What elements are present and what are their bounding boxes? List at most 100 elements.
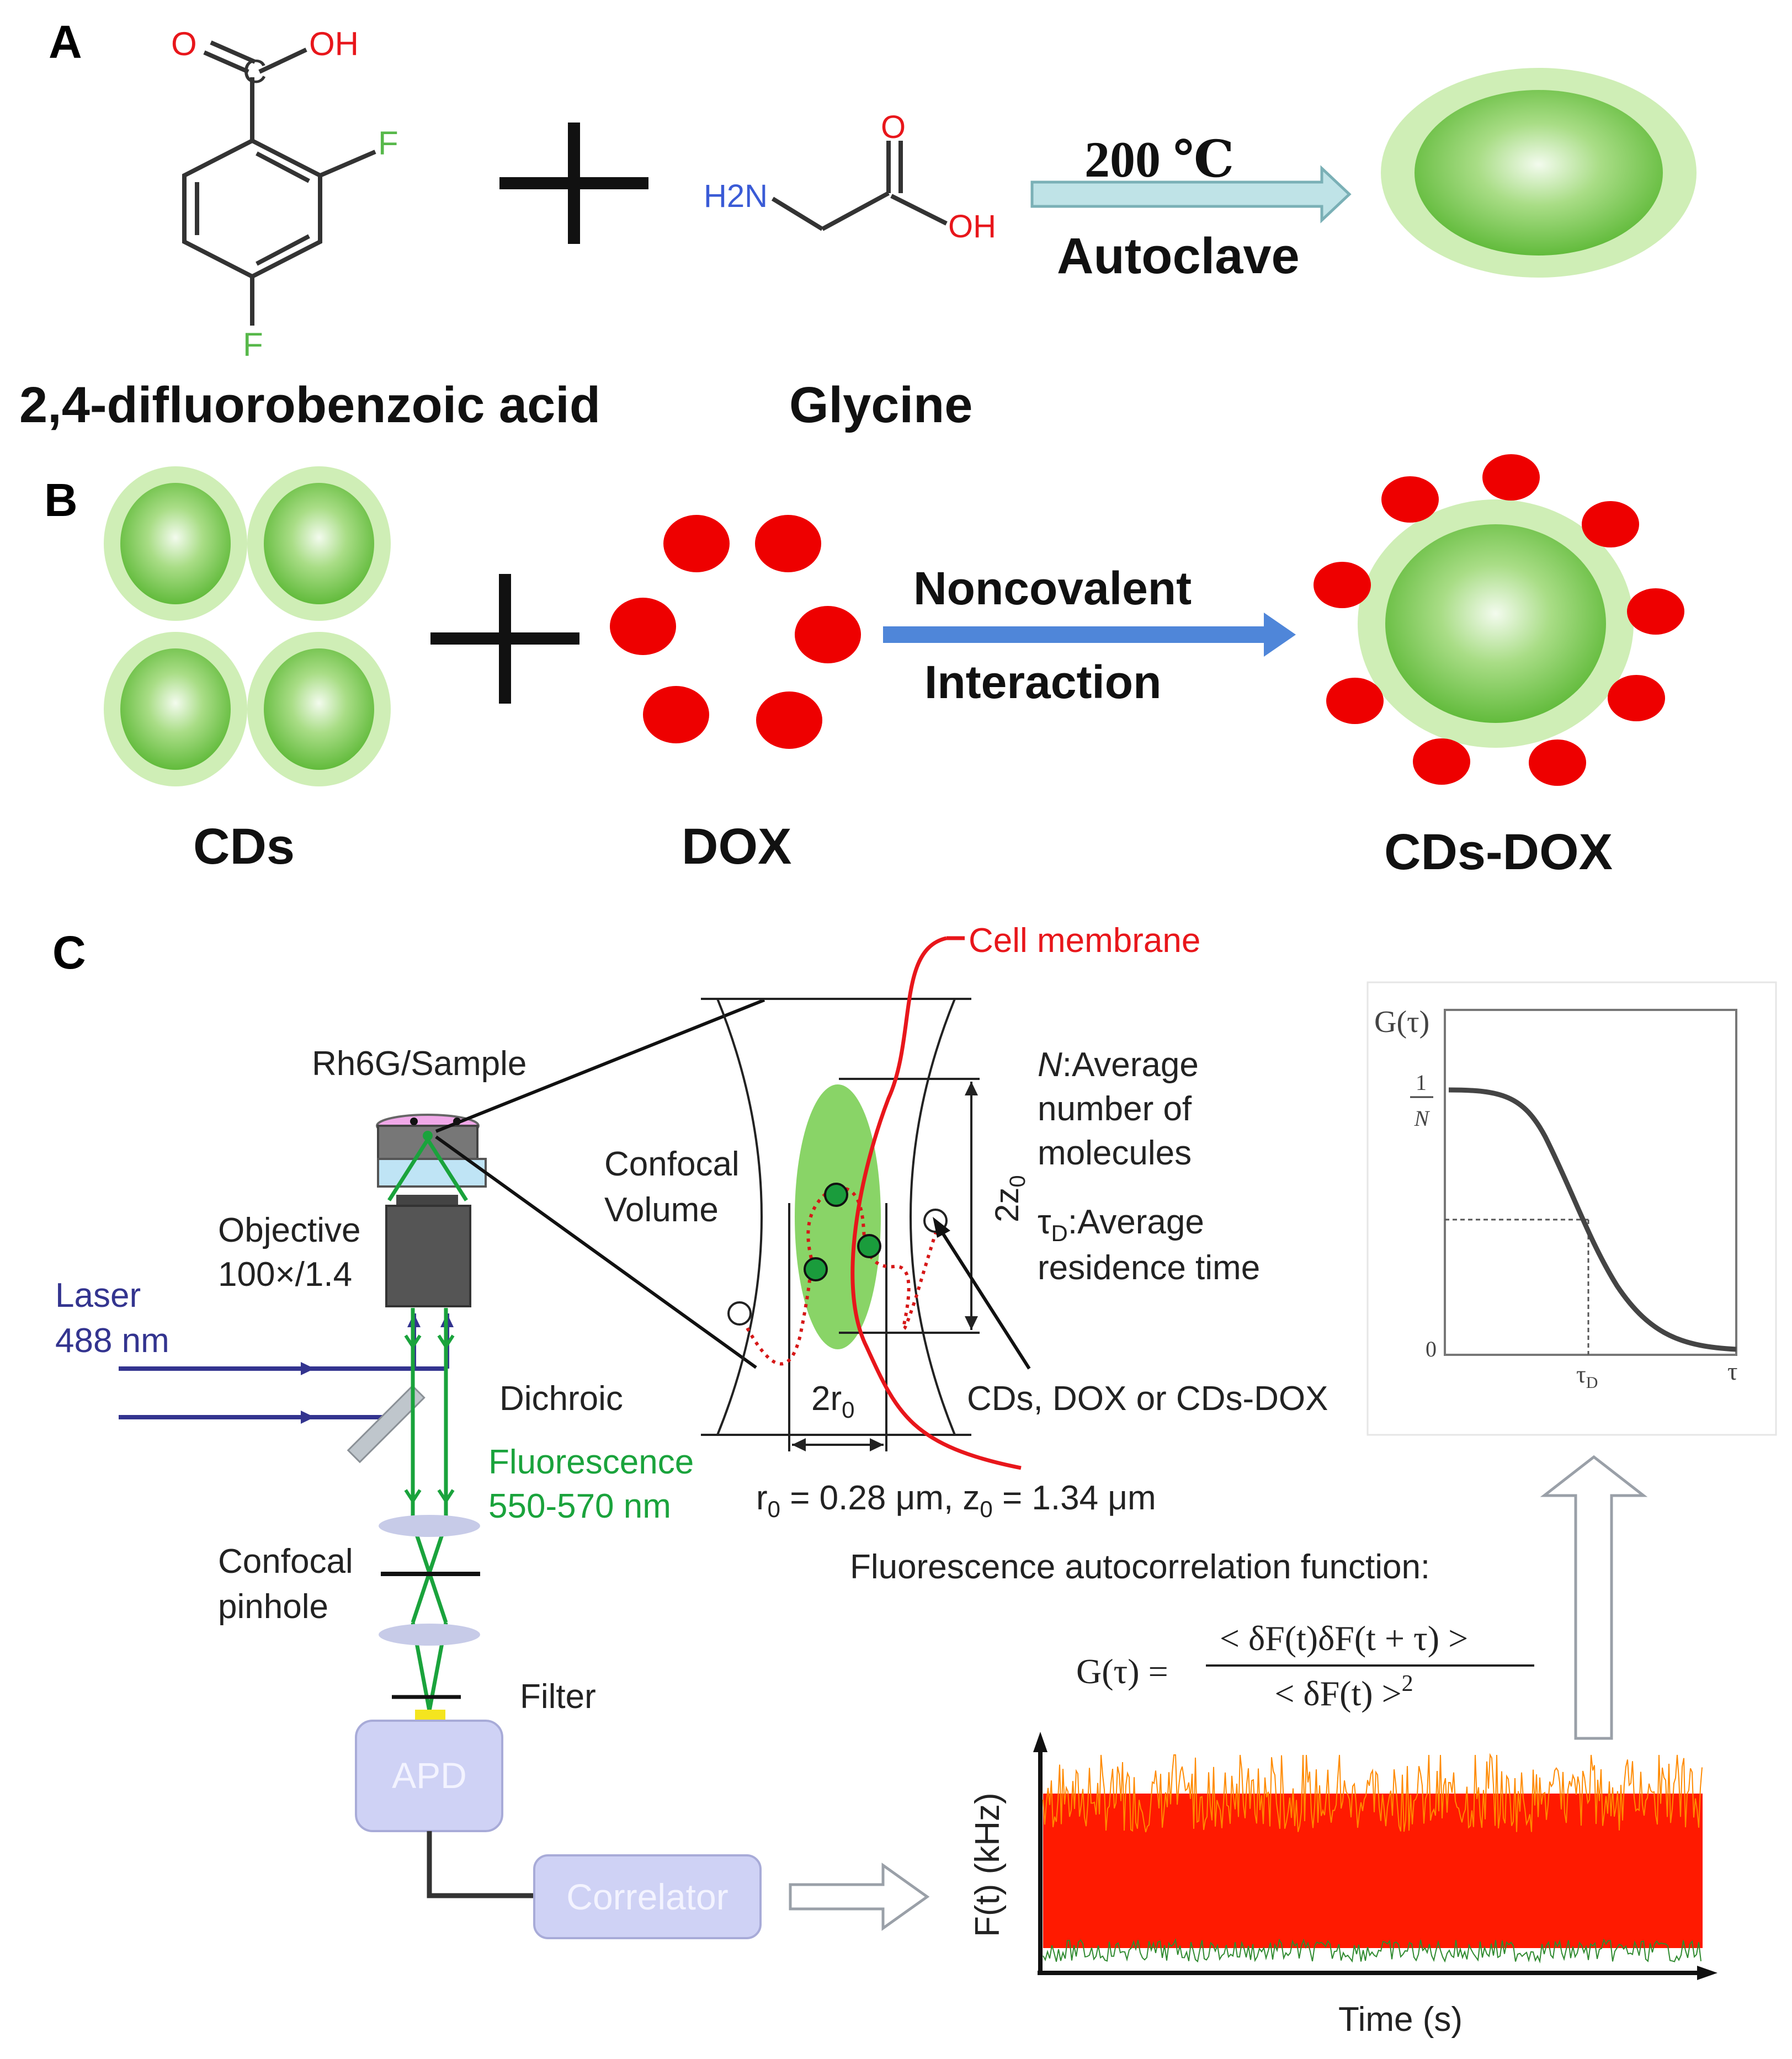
dox-molecule <box>610 598 676 655</box>
avg-n-label: N:Average <box>1038 1046 1199 1084</box>
oxygen-atom: O <box>171 25 197 62</box>
hydroxyl-group: OH <box>309 25 359 62</box>
dichroic-label: Dichroic <box>499 1380 623 1418</box>
particle-inside <box>804 1257 828 1281</box>
dox-molecule <box>755 515 821 572</box>
panel-c-label: C <box>52 927 86 978</box>
avg-n-label-3: molecules <box>1038 1134 1192 1172</box>
dox-molecule <box>1529 739 1586 786</box>
apd-label: APD <box>392 1755 467 1796</box>
glycine-name: Glycine <box>789 377 972 433</box>
fluorine-atom-2: F <box>378 125 398 162</box>
laser-label: Laser <box>55 1276 141 1315</box>
carboxyl-hydroxyl: OH <box>948 209 996 244</box>
panel-c: C <box>52 922 1777 2039</box>
fluorescence-label: Fluorescence <box>488 1443 694 1481</box>
particle-inside <box>857 1234 881 1258</box>
g-plot-tau: τ <box>1727 1357 1738 1385</box>
acf-title: Fluorescence autocorrelation function: <box>850 1548 1430 1586</box>
objective-lens <box>385 1205 471 1307</box>
g-plot-one: 1 <box>1416 1070 1427 1095</box>
confocal-volume-label-2: Volume <box>604 1191 719 1229</box>
filter-label: Filter <box>520 1678 596 1716</box>
g-plot-ylabel: G(τ) <box>1374 1005 1429 1039</box>
confocal-volume-detail <box>701 936 1031 1470</box>
dox-label: DOX <box>682 818 791 875</box>
g-plot-zero: 0 <box>1426 1337 1437 1361</box>
beam-waist-right <box>910 998 956 1435</box>
temperature-label: 200 ℃ <box>1084 131 1234 188</box>
objective-label: Objective <box>218 1211 360 1249</box>
dox-molecule <box>643 686 709 743</box>
objective-spec: 100×/1.4 <box>218 1255 352 1294</box>
formula-numerator: < δF(t)δF(t + τ) > <box>1220 1619 1468 1658</box>
dox-molecule <box>1608 675 1665 721</box>
dox-molecule <box>756 691 822 749</box>
two-z0-label: 2z0 <box>988 1175 1030 1222</box>
autocorrelation-plot: G(τ) 1 N 0 τD τ <box>1366 981 1777 1436</box>
dichroic-mirror <box>347 1385 426 1464</box>
carbon-dot-product-a <box>1381 68 1697 278</box>
intensity-trace <box>1043 1753 1703 1964</box>
formula-denominator: < δF(t) >2 <box>1274 1671 1413 1713</box>
tube-lens <box>379 1515 480 1537</box>
cds-dox-complex <box>1314 454 1684 786</box>
dox-molecule <box>1413 738 1470 785</box>
trace-xlabel: Time (s) <box>1338 2001 1463 2039</box>
carbon-dot <box>104 632 247 786</box>
data-flow-arrow <box>789 1863 930 1931</box>
carbon-dots-group <box>104 466 391 786</box>
laser-wavelength: 488 nm <box>55 1322 169 1360</box>
interaction-label: Interaction <box>924 656 1161 708</box>
cds-label: CDs <box>193 818 295 875</box>
carbon-dot <box>247 466 391 621</box>
noncovalent-label: Noncovalent <box>913 562 1192 614</box>
two-r0-label: 2r0 <box>811 1380 855 1423</box>
panel-a: A O C OH F F 2,4-difluorobenzoic acid <box>19 16 1697 433</box>
cell-membrane-label: Cell membrane <box>969 922 1200 960</box>
dox-molecule <box>1326 678 1384 724</box>
trace-baseline <box>1043 1938 1701 1964</box>
beam-waist-left <box>716 998 763 1435</box>
dox-molecule <box>1314 562 1371 608</box>
particle-inside <box>824 1183 848 1207</box>
glycine-structure <box>771 141 948 231</box>
g-plot-frame <box>1444 1009 1737 1356</box>
cell-membrane-curve <box>850 936 1022 1470</box>
trace-peaks <box>1043 1753 1703 1833</box>
correlator-box <box>533 1854 762 1939</box>
parameters-label: r0 = 0.28 μm, z0 = 1.34 μm <box>756 1479 1156 1522</box>
dox-molecule <box>795 606 861 663</box>
pinhole-label-1: Confocal <box>218 1542 353 1581</box>
fluorescence-wavelength: 550-570 nm <box>488 1487 671 1525</box>
plus-sign-b <box>430 574 579 704</box>
acf-formula: G(τ) = < δF(t)δF(t + τ) > < δF(t) >2 <box>1076 1619 1534 1713</box>
dox-molecules-group <box>610 515 861 749</box>
pinhole-label-2: pinhole <box>218 1588 328 1626</box>
trace-ylabel: F(t) (kHz) <box>969 1792 1007 1937</box>
panel-b: B CDs DOX Noncovalent Interaction <box>44 454 1684 880</box>
carbonyl-oxygen: O <box>881 109 906 145</box>
confocal-volume-label-1: Confocal <box>604 1145 740 1183</box>
reaction-arrow-a <box>1030 165 1352 224</box>
carbon-dot <box>104 466 247 621</box>
formula-lhs: G(τ) = <box>1076 1652 1168 1691</box>
amine-group: H2N <box>704 178 768 214</box>
benzene-ring <box>182 138 322 279</box>
collimating-lens <box>379 1624 480 1646</box>
dox-molecule <box>1482 454 1540 501</box>
detector-window <box>415 1710 445 1720</box>
dox-molecule <box>1582 501 1639 547</box>
plus-sign-a <box>499 123 648 244</box>
avg-n-label-2: number of <box>1038 1090 1192 1128</box>
cds-dox-label: CDs-DOX <box>1384 824 1613 880</box>
dox-molecule <box>1627 588 1684 635</box>
carbon-dot <box>247 632 391 786</box>
dox-molecule <box>1381 476 1439 523</box>
trace-fill <box>1043 1794 1703 1948</box>
acf-decay-curve <box>1448 1087 1737 1352</box>
g-plot-n: N <box>1414 1106 1431 1131</box>
panel-b-label: B <box>44 474 78 526</box>
objective-tip <box>396 1195 458 1207</box>
